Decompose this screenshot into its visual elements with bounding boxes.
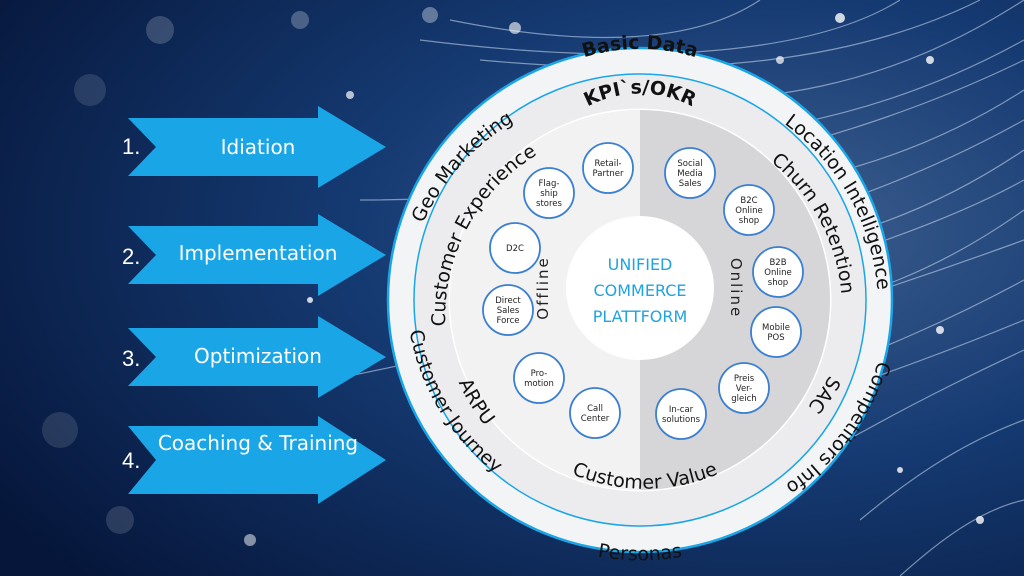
offline-label: Offline [534, 256, 552, 319]
center-line-1: UNIFIED [608, 255, 673, 274]
step-number: 1. [122, 134, 141, 159]
channel-bubble [523, 167, 575, 219]
channel-bubble [582, 142, 634, 194]
step-label: Implementation [178, 241, 338, 265]
channel-bubble [655, 388, 707, 440]
center-platform [566, 216, 714, 360]
step-arrow-4: Coaching & Training [128, 416, 386, 504]
channel-bubble [718, 362, 770, 414]
center-line-3: PLATTFORM [593, 307, 688, 326]
channel-label: D2C [506, 244, 524, 254]
channel-bubble [664, 147, 716, 199]
offline-channel-1: Retail-Partner [582, 142, 634, 194]
channel-label: Pro-motion [524, 369, 554, 389]
step-arrow-2: Implementation [128, 214, 386, 296]
channel-bubble [723, 184, 775, 236]
step-number: 4. [122, 448, 141, 473]
ring-label-bottom: Personas [597, 540, 684, 566]
step-number: 2. [122, 244, 141, 269]
channel-bubble [750, 306, 802, 358]
channel-bubble [482, 284, 534, 336]
step-arrow-3: Optimization [128, 316, 386, 398]
channel-bubble [489, 222, 541, 274]
step-label: Idiation [220, 135, 296, 159]
step-number: 3. [122, 346, 141, 371]
channel-bubble [752, 246, 804, 298]
offline-channel-3: D2C [489, 222, 541, 274]
step-label: Optimization [194, 344, 322, 368]
step-label: Coaching & Training [157, 431, 359, 455]
center-line-2: COMMERCE [593, 281, 686, 300]
channel-label: Retail-Partner [593, 159, 624, 179]
offline-channel-5: Pro-motion [513, 352, 565, 404]
channel-bubble [513, 352, 565, 404]
step-arrow-1: Idiation [128, 106, 386, 188]
online-label: Online [727, 258, 745, 318]
channel-bubble [569, 387, 621, 439]
